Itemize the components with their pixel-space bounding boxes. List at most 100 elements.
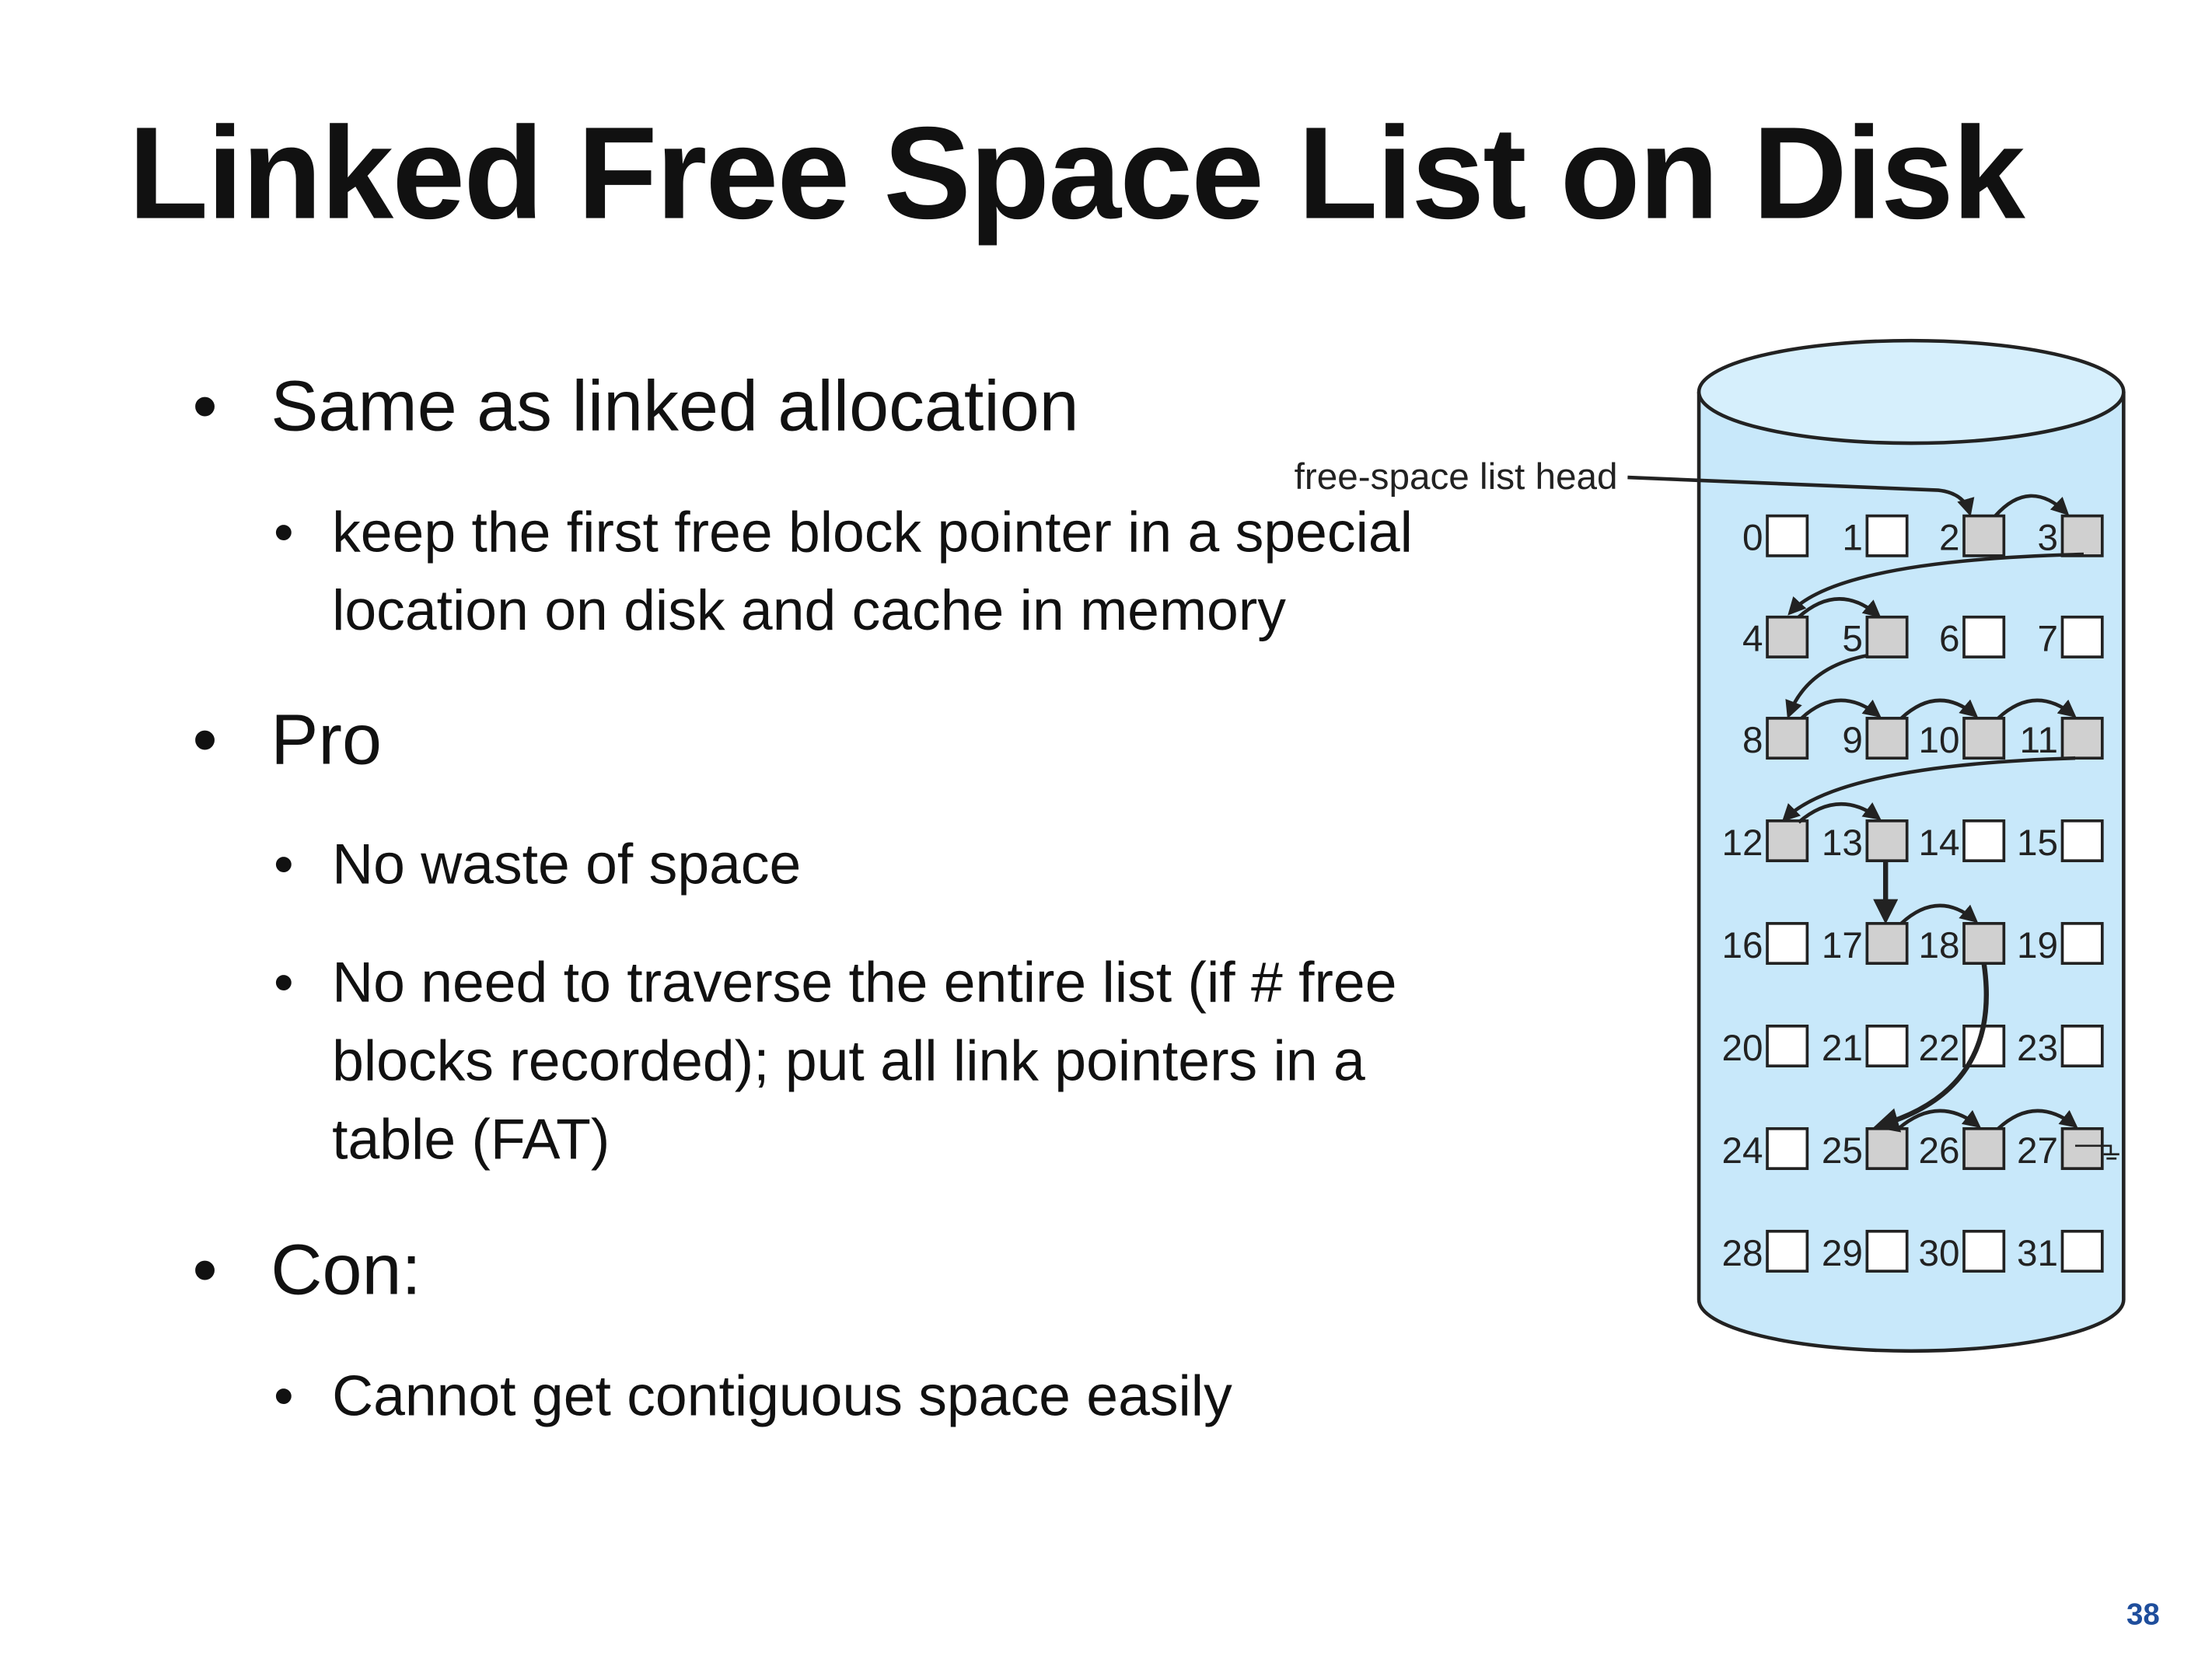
used-block	[1766, 1126, 1809, 1170]
used-block	[1766, 514, 1809, 557]
block-number: 11	[2020, 720, 2058, 761]
arrow-11-to-12	[1781, 756, 2076, 823]
disk-block-3: 3	[2037, 514, 2104, 559]
disk-block-10: 10	[1918, 717, 2006, 761]
disk-block-17: 17	[1822, 922, 1909, 966]
used-block	[1962, 615, 2006, 658]
disk-block-14: 14	[1918, 819, 2006, 864]
arrow-25-to-26	[1897, 1109, 1981, 1130]
disk-block-11: 11	[2020, 717, 2104, 761]
free-block	[1865, 615, 1909, 658]
block-number: 13	[1822, 823, 1863, 864]
bullet-same-as-linked: Same as linked allocation	[271, 366, 1079, 446]
free-block	[1962, 1126, 2006, 1170]
disk-block-29: 29	[1822, 1229, 1909, 1274]
used-block	[1766, 922, 1809, 966]
arrow-5-to-8	[1785, 653, 1868, 719]
disk-block-23: 23	[2017, 1024, 2104, 1069]
disk-block-19: 19	[2017, 922, 2104, 966]
block-number: 30	[1918, 1233, 1959, 1274]
free-block	[1865, 717, 1909, 760]
disk-block-9: 9	[1842, 717, 1909, 761]
free-block	[2060, 717, 2104, 760]
block-number: 5	[1842, 619, 1863, 660]
free-block	[2060, 514, 2104, 557]
block-number: 25	[1822, 1130, 1863, 1172]
block-number: 18	[1918, 925, 1959, 966]
block-number: 20	[1722, 1028, 1763, 1069]
block-number: 29	[1822, 1233, 1863, 1274]
used-block	[1962, 819, 2006, 863]
arrow-17-to-18	[1899, 903, 1979, 925]
free-block	[1865, 1126, 1909, 1170]
bullet-icon: •	[192, 700, 218, 780]
block-number: 19	[2017, 925, 2058, 966]
bullet-icon: •	[192, 366, 218, 446]
block-number: 23	[2017, 1028, 2058, 1069]
arrow-2-to-3	[1994, 494, 2070, 518]
block-number: 27	[2017, 1130, 2058, 1172]
disk-block-6: 6	[1939, 615, 2006, 660]
block-number: 14	[1918, 823, 1959, 864]
arrow-4-to-5	[1797, 597, 1882, 619]
bullet-icon: •	[273, 1365, 294, 1428]
disk-block-26: 26	[1918, 1126, 2006, 1172]
block-number: 31	[2017, 1233, 2058, 1274]
disk-block-1: 1	[1842, 514, 1909, 559]
block-number: 16	[1722, 925, 1763, 966]
used-block	[2060, 819, 2104, 863]
disk-block-27: 27	[2017, 1126, 2104, 1172]
block-number: 7	[2037, 619, 2058, 660]
block-number: 8	[1742, 720, 1763, 761]
disk-block-0: 0	[1742, 514, 1809, 559]
disk-block-20: 20	[1722, 1024, 1809, 1069]
free-block	[2060, 1126, 2104, 1170]
free-block	[1962, 514, 2006, 557]
arrow-8-to-9	[1800, 698, 1882, 720]
block-number: 6	[1939, 619, 1960, 660]
block-number: 0	[1742, 518, 1763, 559]
disk-block-21: 21	[1822, 1024, 1909, 1069]
bullet-con: Con:	[271, 1229, 421, 1310]
bullet-icon: •	[273, 501, 294, 564]
disk-block-2: 2	[1939, 514, 2006, 559]
block-number: 1	[1842, 518, 1863, 559]
disk-block-13: 13	[1822, 819, 1909, 864]
arrow-3-to-4	[1787, 552, 2084, 616]
used-block	[2060, 1229, 2104, 1273]
block-number: 26	[1918, 1130, 1959, 1172]
free-space-head-label: free-space list head	[1295, 456, 1618, 498]
bullet-icon: •	[273, 952, 294, 1015]
free-block	[1865, 922, 1909, 966]
disk-block-24: 24	[1722, 1126, 1809, 1172]
block-number: 28	[1722, 1233, 1763, 1274]
block-number: 2	[1939, 518, 1960, 559]
used-block	[1766, 1229, 1809, 1273]
free-block	[1766, 819, 1809, 863]
arrow-9-to-10	[1899, 698, 1979, 720]
arrow-head-to-2	[1627, 475, 1975, 517]
used-block	[1865, 1229, 1909, 1273]
arrow-10-to-11	[1997, 698, 2077, 720]
disk-block-4: 4	[1742, 615, 1809, 660]
disk-block-7: 7	[2037, 615, 2104, 660]
block-number: 24	[1722, 1130, 1763, 1172]
sub-bullet-line: No need to traverse the entire list (if …	[332, 952, 1397, 1015]
bullet-icon: •	[192, 1229, 218, 1310]
arrow-18-to-25	[1873, 962, 1989, 1133]
used-block	[2060, 1024, 2104, 1067]
used-block	[1865, 1024, 1909, 1067]
free-block	[1865, 819, 1909, 863]
sub-bullet-line: blocks recorded); put all link pointers …	[332, 1030, 1365, 1093]
disk-block-16: 16	[1722, 922, 1809, 966]
used-block	[1766, 1024, 1809, 1067]
free-block	[1962, 922, 2006, 966]
sub-bullet-line: Cannot get contiguous space easily	[332, 1365, 1232, 1428]
free-block	[1766, 717, 1809, 760]
bullet-icon: •	[273, 833, 294, 897]
used-block	[2060, 615, 2104, 658]
sub-bullet-line: keep the first free block pointer in a s…	[332, 501, 1413, 564]
sub-bullet-line: location on disk and cache in memory	[332, 580, 1286, 643]
